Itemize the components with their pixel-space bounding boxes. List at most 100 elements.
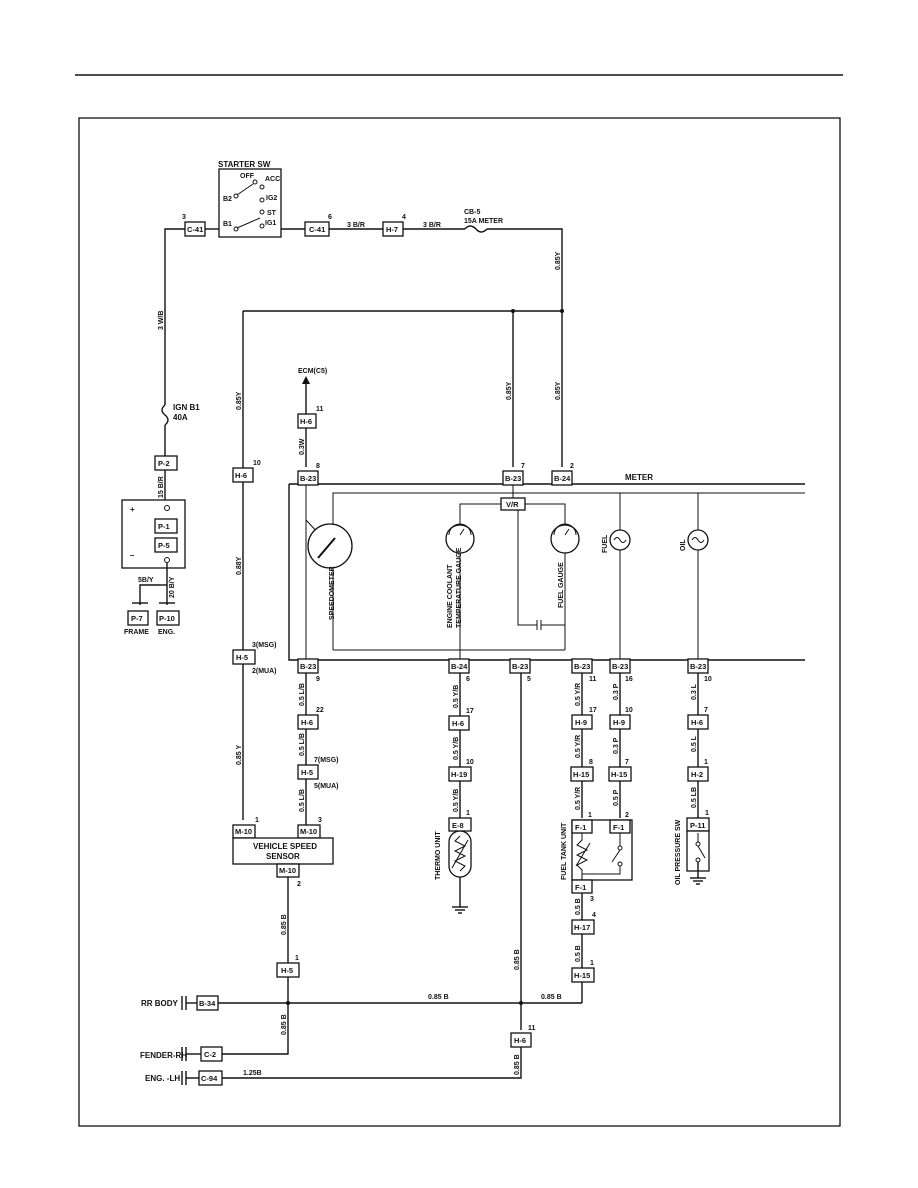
- conn-c94: C-94: [201, 1074, 218, 1083]
- wire-label: 0.85 B: [281, 914, 288, 935]
- fuse-cb5-label: CB-5: [464, 209, 480, 216]
- conn-h2: H-2: [691, 770, 703, 779]
- pin-label: 3: [590, 896, 594, 903]
- center-ground-chain: 0.85 B H-6 1 1 0.85 B: [222, 673, 536, 1079]
- wire-label: 0.85 B: [281, 1014, 288, 1035]
- conn-b24-bot: B-24: [451, 662, 468, 671]
- wire-label: 0.5 L/B: [299, 733, 306, 756]
- pin-label: 1: [295, 955, 299, 962]
- conn-p10: P-10: [159, 614, 175, 623]
- wire-label: 0.85 B: [514, 949, 521, 970]
- conn-m10-b: M-10: [300, 827, 317, 836]
- pin-label: 1: [590, 960, 594, 967]
- conn-b23-bot-16: B-23: [612, 662, 628, 671]
- fuel-tank-unit-label: FUEL TANK UNIT: [561, 822, 568, 880]
- ecm-label: ECM(C5): [298, 368, 327, 375]
- switch-contact: [233, 193, 239, 199]
- meter-outline: [288, 484, 805, 661]
- battery: + – P-1 P-5 5B/Y 20 B/Y P-7 P-10 FRAME E…: [121, 499, 186, 636]
- switch-contact: [259, 223, 265, 229]
- wire-label: 0.5 Y/B: [453, 789, 460, 812]
- wire-label: 0.5 L/B: [299, 683, 306, 706]
- conn-h6-left: H-6: [235, 471, 247, 480]
- diagram-frame: [78, 117, 841, 1127]
- speed-sensor-chain: H-6 22 H-5 7(MSG) 5(MUA) 0.5 L/B 0.5 L/B…: [222, 673, 339, 1055]
- switch-contact: [233, 226, 239, 232]
- vss-label-1: VEHICLE SPEED: [253, 842, 317, 851]
- pin-label: 7: [625, 759, 629, 766]
- battery-box: [121, 499, 186, 569]
- pin-label: 5: [527, 676, 531, 683]
- conn-f1-b: F-1: [613, 823, 624, 832]
- conn-h6-ecm: H-6: [300, 417, 312, 426]
- pin-label: 11: [316, 406, 324, 413]
- starter-switch: STARTER SW OFF ACC IG2 ST IG1 B2 B1: [218, 160, 282, 238]
- switch-arm: [236, 183, 254, 196]
- conn-vr: V/R: [506, 500, 519, 509]
- conn-p2: P-2: [158, 459, 170, 468]
- pin-label: 1: [704, 759, 708, 766]
- pin-label: 1: [466, 810, 470, 817]
- wire-label: 0.85 Y: [236, 745, 243, 765]
- rr-body-ground-label: RR BODY: [141, 999, 179, 1008]
- wire-label: 20 B/Y: [169, 576, 176, 598]
- wire-label: 3 B/R: [347, 222, 365, 229]
- pin-label: 10: [704, 676, 712, 683]
- wire-label: 0.5 Y/B: [453, 685, 460, 708]
- wire-label: 0.85Y: [506, 381, 513, 400]
- pin-label: 11: [589, 676, 597, 683]
- wire-label: 0.85Y: [236, 391, 243, 410]
- battery-plus: +: [130, 505, 135, 514]
- coolant-gauge-label-1: ENGINE COOLANT: [447, 564, 454, 628]
- wire-label: 1.25B: [243, 1070, 262, 1077]
- pin-label: 9: [316, 676, 320, 683]
- meter-label: METER: [625, 473, 653, 482]
- wire-label: 0.5 Y/R: [575, 787, 582, 810]
- pin-label: 22: [316, 707, 324, 714]
- fender-rh-ground-label: FENDER-RH: [140, 1051, 187, 1060]
- wire-label: 0.3 L: [691, 683, 698, 700]
- pin-label: 4: [592, 912, 596, 919]
- conn-h15-fuel: H-15: [573, 770, 589, 779]
- conn-h5-speed: H-5: [301, 768, 313, 777]
- conn-h15-p: H-15: [611, 770, 627, 779]
- eng-lh-ground-label: ENG. -LH: [145, 1074, 180, 1083]
- pin-label: 2: [570, 463, 574, 470]
- conn-b34: B-34: [199, 999, 216, 1008]
- conn-p1: P-1: [158, 522, 170, 531]
- conn-h9-p: H-9: [613, 718, 625, 727]
- wire-label: 0.5 P: [613, 789, 620, 806]
- wire-label: 0.3 P: [613, 737, 620, 754]
- switch-pos-b2: B2: [223, 196, 232, 203]
- wire-label: 0.5 LB: [691, 787, 698, 808]
- switch-pos-st: ST: [267, 210, 277, 217]
- fuel-tank-chain: H-9 17 H-15 8 0.5 Y/R 0.5 Y/R 0.5 Y/R H-…: [561, 673, 633, 1003]
- fuel-gauge-label: FUEL GAUGE: [558, 562, 565, 608]
- conn-h5-left: H-5: [236, 653, 248, 662]
- fuse-ign-b1-label: IGN B1: [173, 403, 200, 412]
- conn-h7: H-7: [386, 225, 398, 234]
- battery-minus: –: [130, 551, 135, 560]
- wire-label: 3 B/R: [423, 222, 441, 229]
- wire-label: 0.85Y: [555, 381, 562, 400]
- conn-b23-bot-11: B-23: [574, 662, 590, 671]
- pin-label: 1: [255, 817, 259, 824]
- switch-pos-ig1: IG1: [265, 220, 276, 227]
- left-branch: H-5 3(MSG) 2(MUA) 0.88Y 0.85 Y: [232, 556, 277, 765]
- conn-e8: E-8: [452, 821, 464, 830]
- conn-h6-speed: H-6: [301, 718, 313, 727]
- conn-h9-fuel: H-9: [575, 718, 587, 727]
- pin-label: 6: [466, 676, 470, 683]
- pin-label: 3(MSG): [252, 642, 277, 649]
- pin-label: 3: [182, 214, 186, 221]
- wire-label: 0.85 B: [541, 994, 562, 1001]
- fuel-lamp-label: FUEL: [602, 534, 609, 553]
- pin-label: 2(MUA): [252, 668, 277, 675]
- pin-label: 3: [318, 817, 322, 824]
- starter-switch-title: STARTER SW: [218, 160, 271, 169]
- coolant-gauge-label-2: TEMPERATURE GAUGE: [456, 547, 463, 628]
- switch-pos-off: OFF: [240, 173, 255, 180]
- pin-label: 7: [521, 463, 525, 470]
